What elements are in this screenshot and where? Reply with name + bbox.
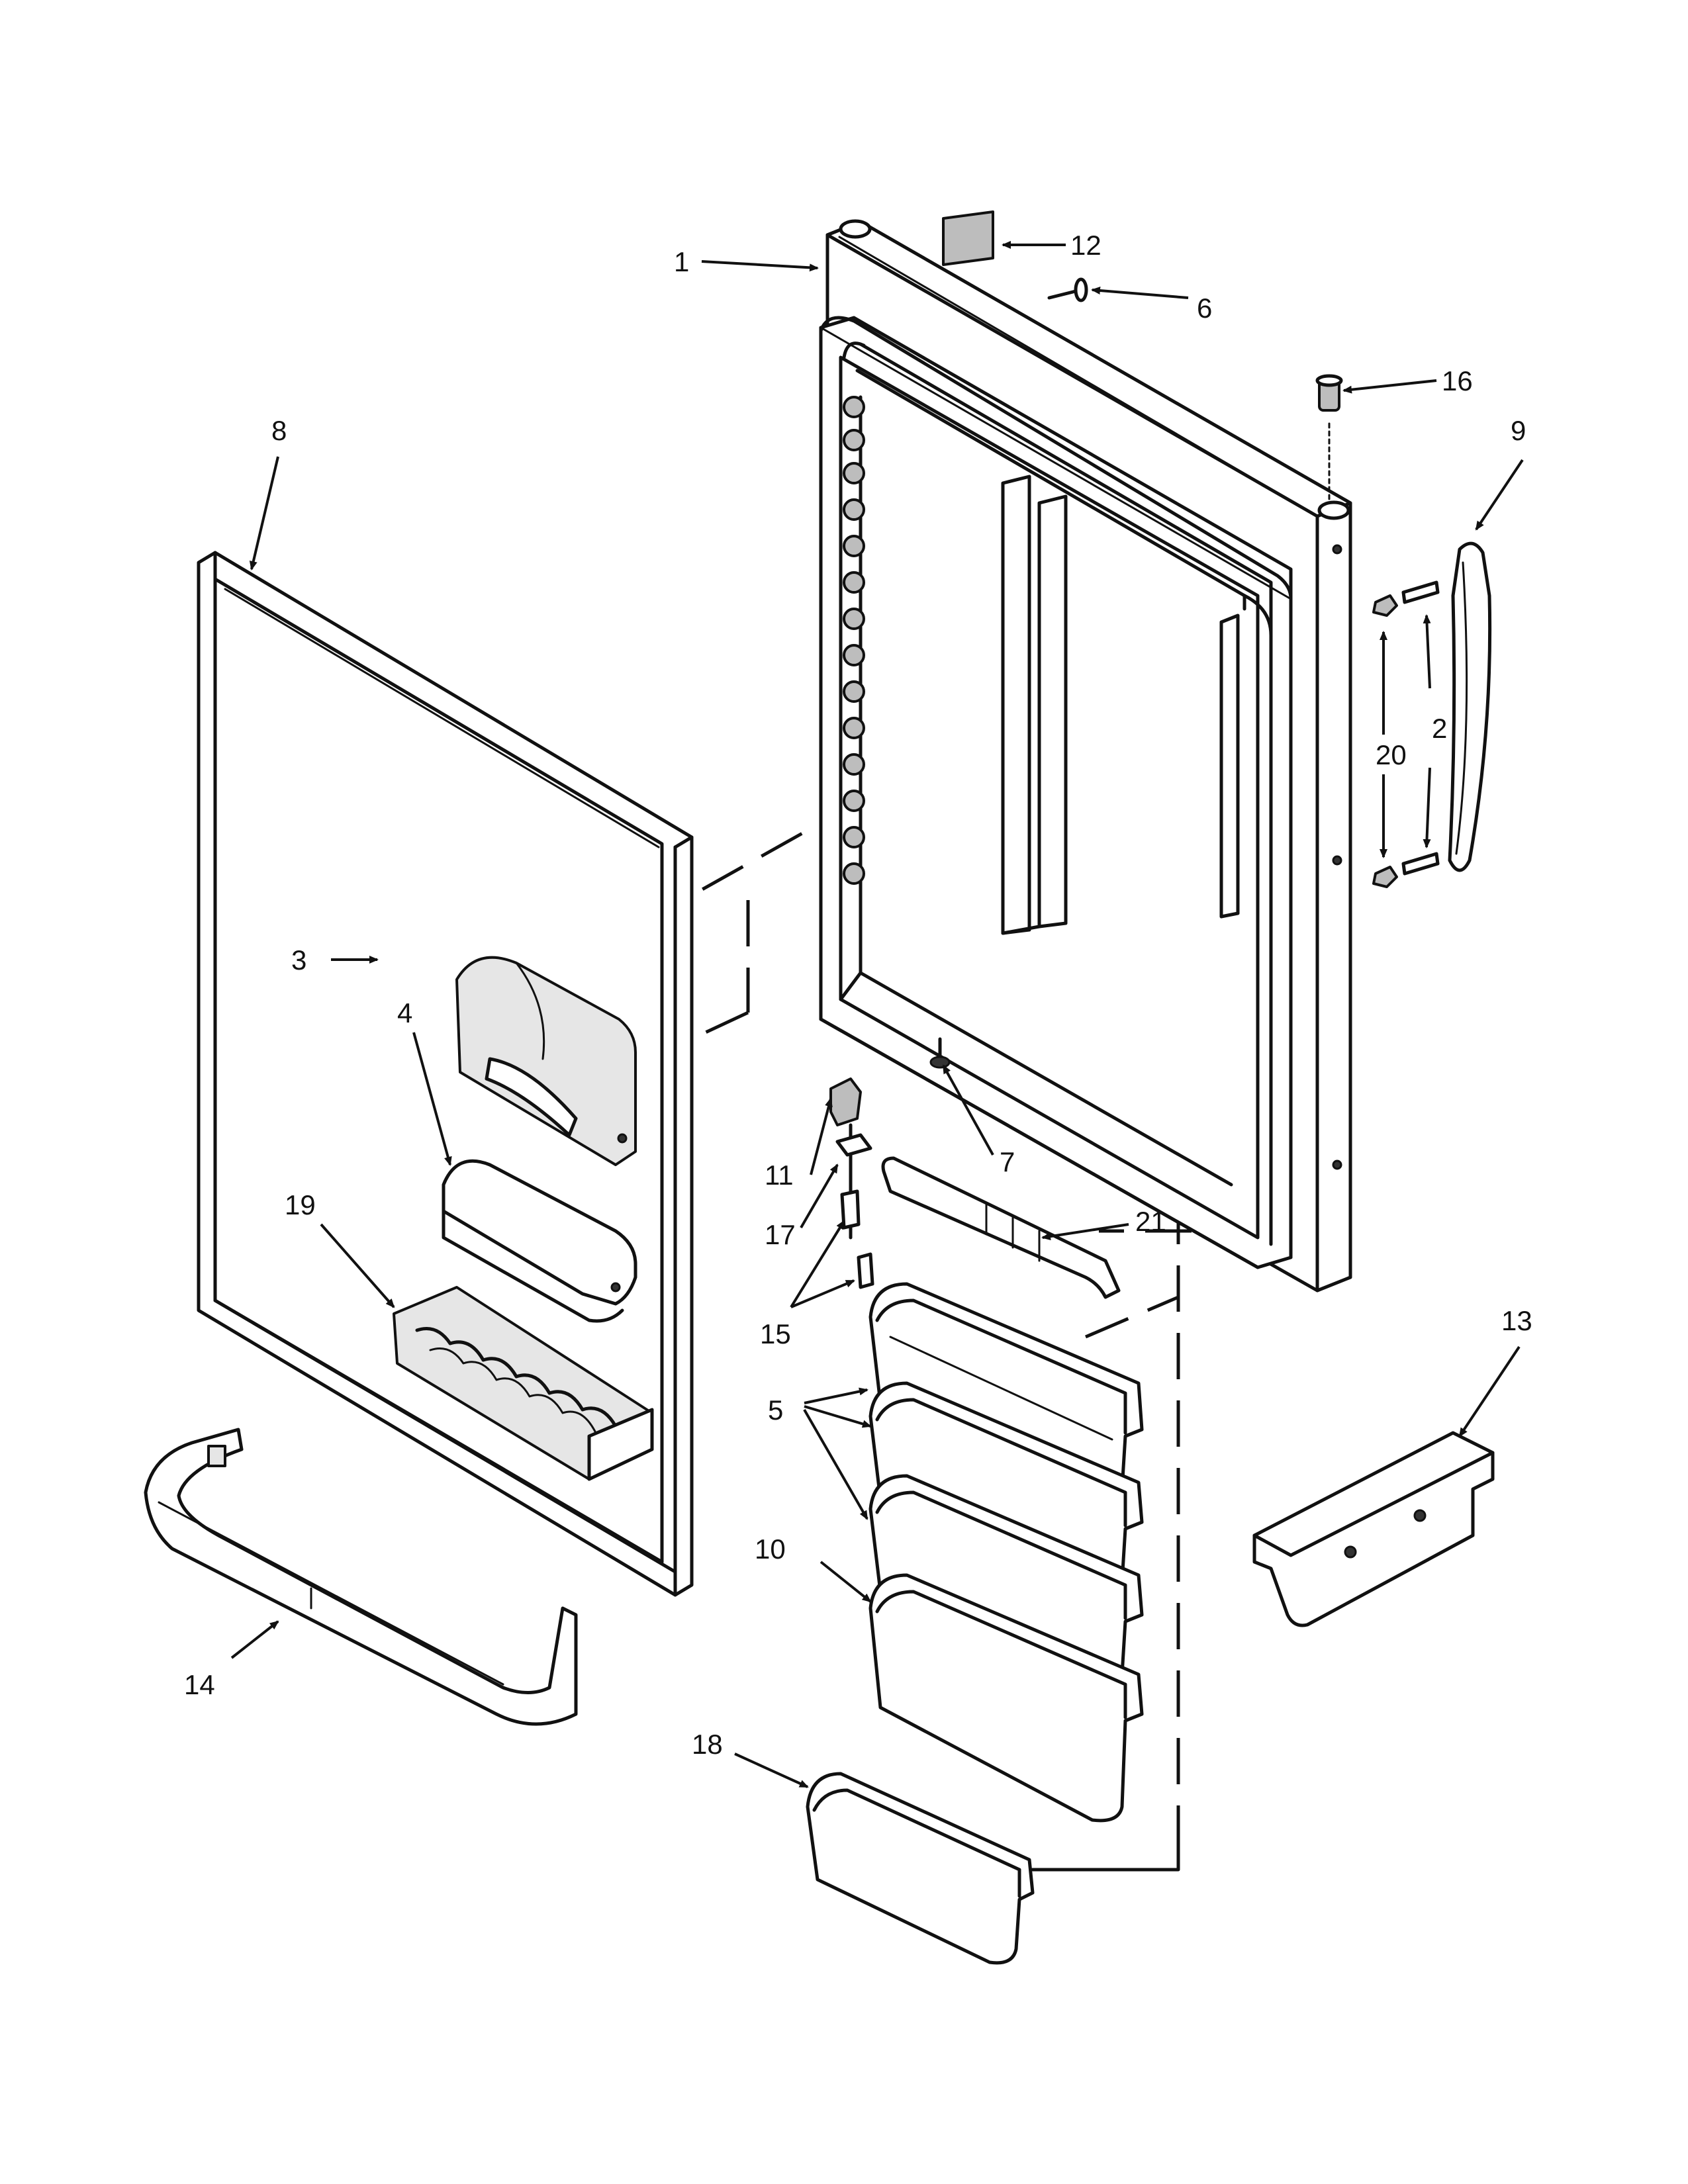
door-frame xyxy=(819,219,1352,1293)
callout-19: 19 xyxy=(285,1189,316,1220)
door-bin-18 xyxy=(806,1772,1035,1965)
callout-leaders xyxy=(230,241,1524,1788)
outer-door-panel-part-8 xyxy=(197,551,694,1597)
callout-15: 15 xyxy=(760,1318,791,1349)
door-shelf-bumps xyxy=(843,396,865,885)
callout-16: 16 xyxy=(1442,365,1473,396)
callout-7: 7 xyxy=(1000,1146,1015,1177)
callout-14: 14 xyxy=(184,1669,215,1700)
handle-part-9 xyxy=(1448,541,1492,872)
callout-21: 21 xyxy=(1135,1206,1166,1237)
door-bin-stack xyxy=(806,1282,1180,1965)
bracket-part-21 xyxy=(881,1156,1121,1299)
callout-4: 4 xyxy=(397,997,412,1028)
screw-part-6 xyxy=(1047,277,1088,302)
callout-6: 6 xyxy=(1197,293,1212,324)
callout-12: 12 xyxy=(1070,230,1102,261)
dairy-cover-part-3 xyxy=(455,956,637,1166)
bushing-part-16 xyxy=(1315,374,1343,504)
callout-5: 5 xyxy=(768,1394,783,1426)
callout-labels: 1 2 3 4 5 6 7 8 9 10 11 12 13 14 15 16 1… xyxy=(184,230,1532,1760)
callout-20: 20 xyxy=(1376,739,1407,770)
callout-8: 8 xyxy=(271,415,287,446)
egg-tray-part-19 xyxy=(393,1286,654,1481)
callout-2: 2 xyxy=(1432,713,1447,744)
label-part-12 xyxy=(942,210,994,266)
callout-17: 17 xyxy=(765,1219,796,1250)
callout-18: 18 xyxy=(692,1729,723,1760)
side-bin-part-13 xyxy=(1252,1431,1495,1627)
hinge-cap-top-right xyxy=(1317,500,1350,520)
callout-10: 10 xyxy=(755,1533,786,1565)
fasteners-part-20-2 xyxy=(1372,580,1440,888)
callout-13: 13 xyxy=(1501,1305,1532,1336)
door-bin-10 xyxy=(868,1573,1144,1823)
callout-9: 9 xyxy=(1511,415,1526,446)
callout-11: 11 xyxy=(765,1160,794,1191)
bottom-bin-part-14 xyxy=(144,1428,578,1726)
dairy-bin-part-4 xyxy=(442,1159,637,1323)
callout-1: 1 xyxy=(674,246,689,277)
hinge-cap-top-left xyxy=(839,219,872,239)
callout-3: 3 xyxy=(291,944,306,976)
